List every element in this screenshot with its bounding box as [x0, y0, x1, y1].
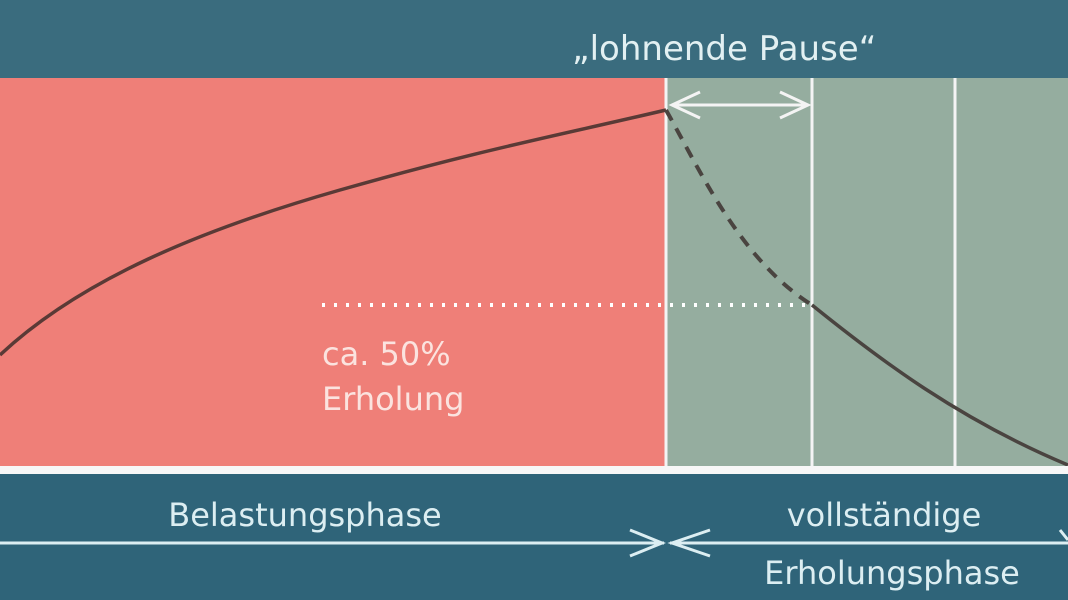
- pause-recovery-curve: [664, 109, 814, 307]
- load-phase-area: [0, 78, 666, 468]
- load-phase-label: Belastungsphase: [168, 496, 441, 534]
- top-band: [0, 0, 1068, 78]
- baseline: [0, 466, 1068, 474]
- pause-label: „lohnende Pause“: [572, 29, 876, 69]
- recovery-curve: [810, 303, 1068, 467]
- recovery-phase-label-2: Erholungsphase: [764, 554, 1020, 592]
- recovery-label: Erholung: [322, 380, 464, 418]
- phase-arrows: [0, 528, 1068, 558]
- recovery-phase-area: [666, 78, 1068, 468]
- bottom-band: [0, 474, 1068, 600]
- pause-arrow: [668, 90, 812, 120]
- recovery-phase-label-1: vollständige: [787, 496, 982, 534]
- recovery-percent-label: ca. 50%: [322, 335, 451, 373]
- load-curve: [0, 108, 667, 357]
